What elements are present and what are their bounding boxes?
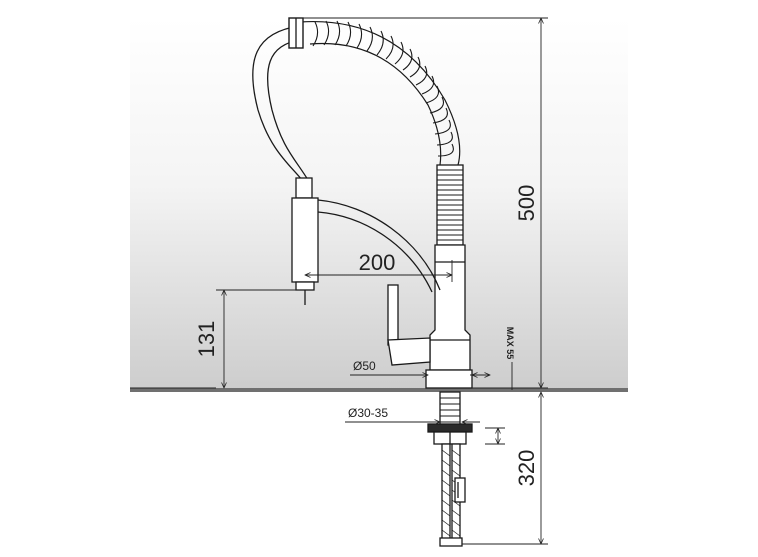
base-flange: [425, 369, 473, 389]
countertop: [130, 388, 628, 392]
dim-hole-diameter: Ø30-35: [348, 406, 388, 420]
lever-handle: [387, 284, 399, 346]
dim-base-diameter: Ø50: [353, 359, 376, 373]
dimension-lines: [130, 18, 548, 544]
handspray-collar: [295, 177, 313, 199]
handspray-head: [291, 197, 319, 283]
dim-reach: 200: [359, 250, 396, 275]
dim-hose-length: 320: [514, 450, 539, 487]
fixing-washer: [427, 423, 473, 433]
dim-max-thickness: MAX 55: [505, 327, 515, 360]
hose-weight: [454, 477, 466, 503]
spray-hose: [252, 25, 303, 181]
spring-turns: [312, 20, 454, 157]
supply-hose-left: [441, 443, 451, 545]
dim-total-height: 500: [514, 185, 539, 222]
under-counter: [427, 391, 473, 547]
wall-background: [130, 18, 628, 390]
dim-spout-clearance: 131: [194, 321, 219, 358]
column-ribs: [437, 169, 463, 241]
faucet-body: [429, 244, 471, 371]
